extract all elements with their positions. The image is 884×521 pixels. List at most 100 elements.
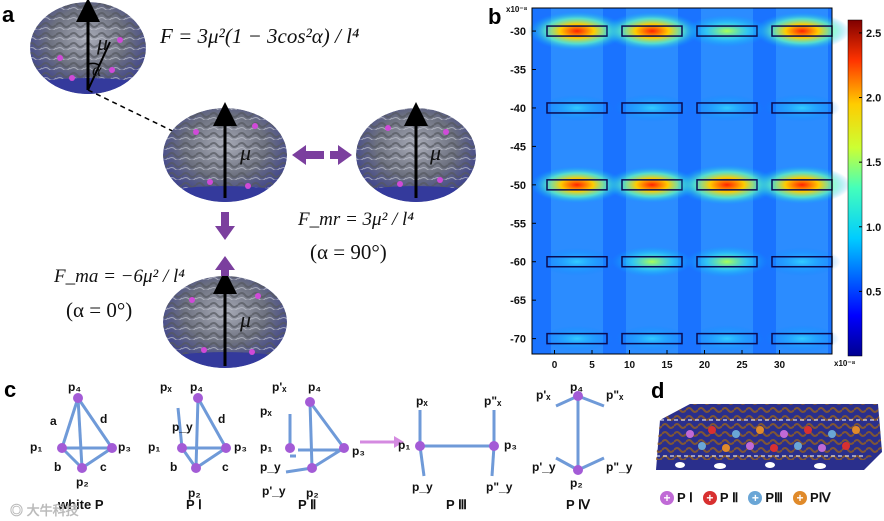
plus-icon: + xyxy=(702,491,717,505)
heatmap-particle xyxy=(696,332,758,345)
heatmap-particle xyxy=(696,255,758,268)
bond-label: b xyxy=(54,460,62,474)
y-exponent-label: x10⁻⁸ xyxy=(506,5,528,14)
atom-label: p₂ xyxy=(188,486,201,500)
panel-label-d: d xyxy=(651,378,665,403)
heatmap-field-spot xyxy=(527,11,627,51)
legend-entry-p3: + PⅢ xyxy=(748,490,783,506)
heatmap-plot-area xyxy=(527,8,851,354)
transformation-arrow xyxy=(360,436,404,448)
heatmap-field-spot xyxy=(615,325,689,352)
heatmap-particle xyxy=(621,255,683,268)
legend-entry-p2: + P Ⅱ xyxy=(702,490,738,506)
atom-label: p₁ xyxy=(148,440,161,454)
y-tick-label: -35 xyxy=(510,65,526,77)
heatmap-field-spot xyxy=(689,94,765,122)
y-tick-label: -40 xyxy=(510,103,526,115)
colorbar-tick-label: 2.5 xyxy=(866,28,881,40)
atom-label: p"_y xyxy=(486,480,513,494)
bond-label: c xyxy=(100,460,107,474)
mu-label-center: μ xyxy=(240,140,252,165)
panel-a-figure xyxy=(30,0,476,368)
y-tick-label: -55 xyxy=(510,218,526,230)
heatmap-particle xyxy=(621,25,683,37)
x-tick-label: 20 xyxy=(699,360,711,371)
y-tick-label: -70 xyxy=(510,334,526,346)
plus-icon: + xyxy=(660,491,674,505)
watermark-logo-icon: ◎ xyxy=(10,503,24,518)
condition-repulsive: (α = 90°) xyxy=(310,240,387,264)
atom-label: p₂ xyxy=(76,475,89,489)
molecule-name: white P xyxy=(58,497,104,512)
atom-label: p₃ xyxy=(504,438,517,452)
panel-d-legend: + P Ⅰ + P Ⅱ + PⅢ + PⅣ xyxy=(660,490,831,506)
pore-ions xyxy=(686,426,860,452)
atom-label: pₓ xyxy=(416,394,428,408)
panel-label-c: c xyxy=(4,377,17,402)
y-tick-label: -45 xyxy=(510,141,526,153)
heatmap-particle xyxy=(621,332,683,345)
atom-label: p'_y xyxy=(532,460,556,474)
heatmap-field-spot xyxy=(754,12,850,50)
atom-label: p₁ xyxy=(30,440,43,454)
colorbar: 0.51.01.52.02.5 xyxy=(847,19,881,357)
alpha-label: α xyxy=(92,60,102,80)
atom-label: p₄ xyxy=(570,380,584,394)
atom-label: p₄ xyxy=(308,380,322,394)
atom-label: p₂ xyxy=(306,486,319,500)
heatmap-field-spot xyxy=(764,93,840,122)
bond-label: c xyxy=(222,460,229,474)
y-tick-label: -50 xyxy=(510,180,526,192)
atom-label: p₄ xyxy=(68,380,82,394)
heatmap-field-spot xyxy=(539,247,615,276)
atom-label: p₃ xyxy=(352,444,365,458)
heatmap-field-spot xyxy=(541,325,613,352)
attraction-arrow xyxy=(215,212,235,276)
bond-label: b xyxy=(170,460,178,474)
molecule-atoms xyxy=(57,391,583,475)
y-tick-label: -60 xyxy=(510,257,526,269)
panel-label-b: b xyxy=(488,4,502,29)
atom-label: p₁ xyxy=(260,440,273,454)
molecule-p2 xyxy=(285,401,346,474)
atom-label: pₓ xyxy=(260,404,272,418)
atom-label: p'_y xyxy=(262,484,286,498)
colorbar-tick-label: 0.5 xyxy=(866,286,881,298)
atom-label: p₁ xyxy=(398,438,411,452)
molecule-name: P Ⅰ xyxy=(186,497,202,512)
atom-label: p'ₓ xyxy=(272,380,287,394)
x-tick-label: 25 xyxy=(736,360,748,371)
x-tick-label: 10 xyxy=(624,360,636,371)
atom-label: pₓ xyxy=(160,380,172,394)
heatmap-field-spot xyxy=(611,246,693,277)
heatmap-particle xyxy=(621,102,683,114)
molecule-name: P Ⅲ xyxy=(446,497,468,512)
heatmap-field-spot xyxy=(689,325,765,353)
atom-label: p₂ xyxy=(570,476,583,490)
legend-entry-p1: + P Ⅰ xyxy=(660,490,693,506)
colorbar-tick-label: 1.5 xyxy=(866,157,881,169)
molecule-p3 xyxy=(418,410,496,477)
atom-label: p_y xyxy=(412,480,433,494)
x-tick-label: 5 xyxy=(589,360,595,371)
heatmap-field-spot xyxy=(677,164,777,205)
heatmap-field-spot xyxy=(685,246,769,278)
heatmap-frame xyxy=(531,7,833,355)
plus-icon: + xyxy=(748,491,763,505)
atom-label: p'ₓ xyxy=(536,388,551,402)
heatmap-particle xyxy=(546,255,608,268)
heatmap-field-spot xyxy=(606,166,698,203)
atom-label: p"_y xyxy=(606,460,633,474)
bond-label: d xyxy=(218,412,226,426)
x-tick-label: 30 xyxy=(774,360,786,371)
colorbar-tick-label: 2.0 xyxy=(866,93,881,105)
heatmap-particle xyxy=(546,102,608,114)
repulsion-arrow xyxy=(292,145,352,165)
heatmap-field-spot xyxy=(530,166,624,204)
force-formula-repulsive: F_mr = 3μ² / l⁴ xyxy=(298,209,414,230)
plus-icon: + xyxy=(792,491,807,505)
mu-label-bottom: μ xyxy=(240,307,252,332)
legend-entry-p4: + PⅣ xyxy=(792,490,831,506)
